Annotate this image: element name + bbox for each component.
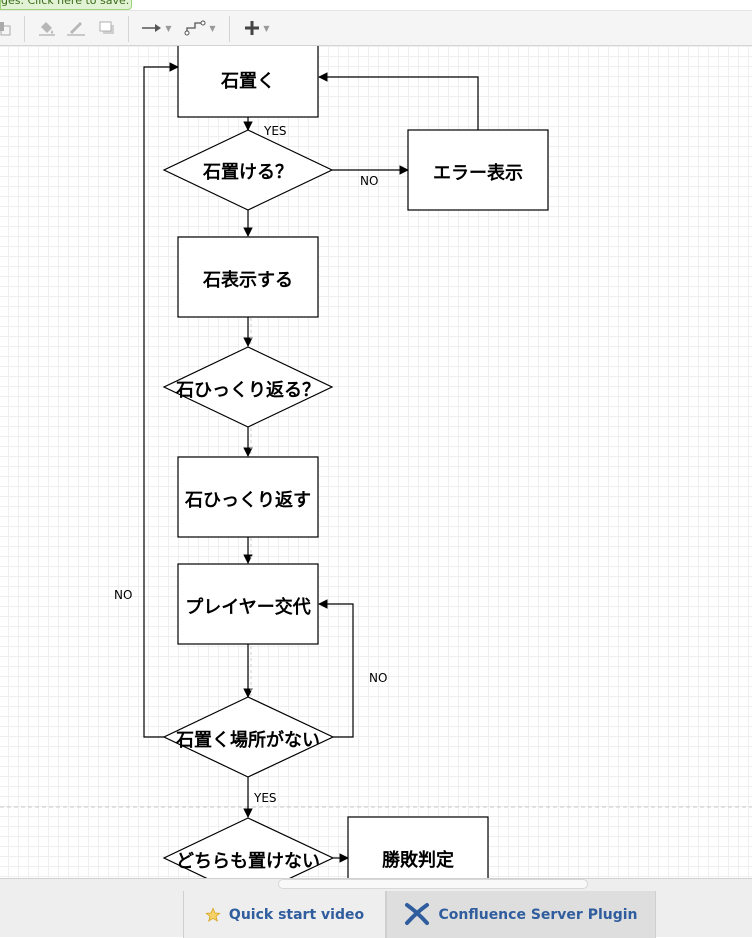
node-switch-player[interactable]	[177, 563, 319, 645]
node-can-flip[interactable]	[162, 346, 334, 428]
edge-label-no-error: NO	[360, 174, 378, 188]
to-back-icon[interactable]	[0, 11, 14, 45]
toolbar-separator	[128, 16, 129, 42]
edge-no-to-switch[interactable]	[318, 599, 354, 738]
node-can-place[interactable]	[162, 129, 334, 211]
node-error-label: エラー表示	[433, 162, 523, 184]
confluence-plugin-link[interactable]: Confluence Server Plugin	[386, 891, 656, 938]
node-error[interactable]	[407, 129, 549, 211]
node-judge-label: 勝敗判定	[382, 849, 454, 871]
node-judge[interactable]	[347, 816, 489, 878]
node-show-stone-label: 石表示する	[202, 269, 293, 291]
node-show-stone[interactable]	[177, 236, 319, 318]
toolbar-separator	[229, 16, 230, 42]
horizontal-scrollbar[interactable]	[278, 879, 588, 889]
quick-start-video-link[interactable]: Quick start video	[183, 891, 386, 938]
confluence-logo-icon	[404, 902, 430, 928]
node-flip-label: 石ひっくり返す	[184, 490, 311, 511]
edge-label-yes-2: YES	[253, 791, 277, 805]
edge-label-yes-1: YES	[263, 124, 287, 138]
diagram-canvas[interactable]: 石置く 石置ける？ エラー表示 石表示する 石ひっくり返る？ 石ひっくり返す プ…	[0, 46, 752, 878]
node-neither[interactable]	[162, 817, 335, 878]
quick-start-video-label: Quick start video	[228, 906, 365, 923]
toolbar: ▼ ▼ ▼	[0, 10, 752, 46]
node-neither-label: どちらも置けない	[176, 851, 320, 872]
edge-label-no-right: NO	[369, 671, 387, 685]
node-place-stone[interactable]	[177, 46, 319, 118]
node-can-place-label: 石置ける？	[202, 162, 293, 183]
bottom-bar: Quick start video Confluence Server Plug…	[0, 878, 752, 938]
insert-icon[interactable]: ▼	[240, 11, 274, 45]
waypoints-icon[interactable]: ▼	[182, 11, 218, 45]
edge-label-no-left: NO	[114, 588, 132, 602]
node-can-flip-label: 石ひっくり返る？	[175, 380, 320, 401]
save-banner[interactable]: ges. Click here to save.	[0, 0, 132, 10]
node-no-place-label: 石置く場所がない	[175, 729, 320, 751]
line-color-icon[interactable]	[64, 11, 88, 45]
edge-no-to-place[interactable]	[143, 62, 179, 738]
confluence-plugin-label: Confluence Server Plugin	[438, 906, 638, 923]
node-no-place[interactable]	[162, 696, 335, 778]
node-flip[interactable]	[177, 456, 319, 538]
node-switch-player-label: プレイヤー交代	[185, 596, 310, 618]
flowchart: 石置く 石置ける？ エラー表示 石表示する 石ひっくり返る？ 石ひっくり返す プ…	[0, 46, 752, 878]
connection-style-icon[interactable]: ▼	[138, 11, 174, 45]
shadow-icon[interactable]	[96, 11, 118, 45]
star-icon	[205, 906, 221, 923]
fill-color-icon[interactable]	[36, 11, 58, 45]
edge-error-to-place[interactable]	[318, 72, 479, 130]
toolbar-separator	[24, 16, 25, 42]
node-place-stone-label: 石置く	[220, 71, 275, 92]
